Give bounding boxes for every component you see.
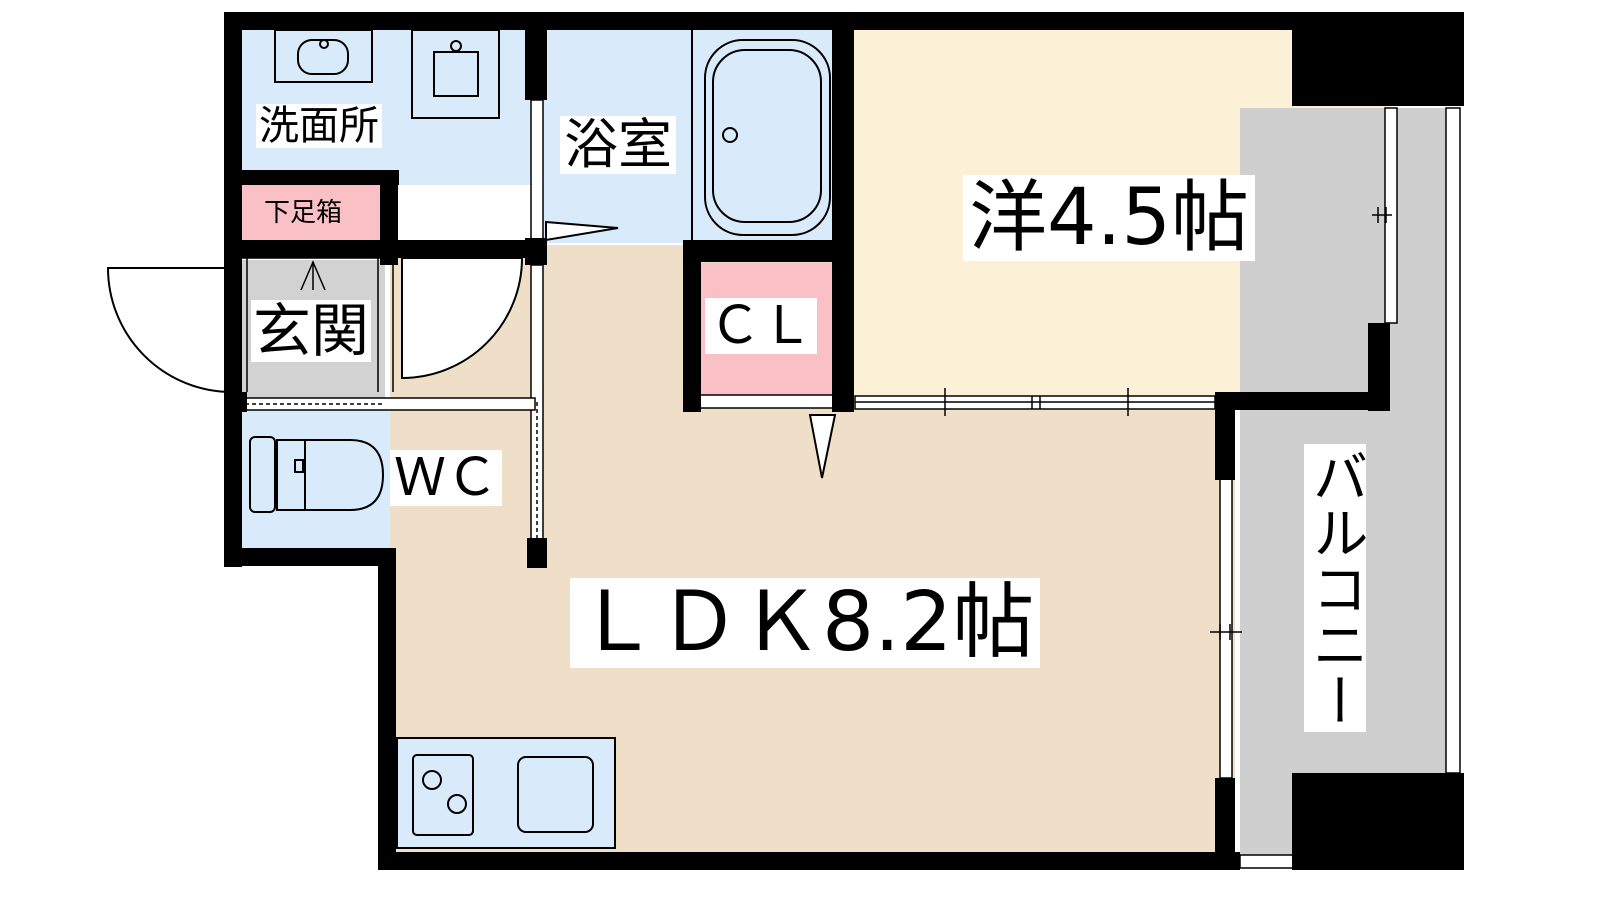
closet-door-icon: [808, 414, 837, 479]
shoe-box: [240, 185, 380, 242]
washroom-label: 洗面所: [256, 104, 382, 148]
western-room-label: 洋4.5帖: [963, 175, 1256, 261]
bathroom-label: 浴室: [560, 116, 676, 174]
entrance-label: 玄関: [251, 297, 372, 365]
bathtub-drain-icon: [722, 127, 738, 143]
bathtub-inner-icon: [712, 49, 822, 223]
walls: [224, 12, 1464, 870]
shoe-box-label: 下足箱: [264, 198, 343, 228]
closet-label: ＣＬ: [705, 298, 818, 354]
burner-icon: [422, 770, 442, 790]
hall-door-icon: [401, 257, 524, 380]
drain-icon: [450, 40, 462, 52]
bath-door-icon: [545, 220, 619, 242]
burner-icon: [447, 794, 467, 814]
entrance-door-icon: [106, 267, 233, 393]
faucet-icon: [319, 39, 329, 49]
toilet-seat-back-icon: [276, 439, 306, 511]
toilet-tank-icon: [249, 436, 276, 513]
toilet-label: ＷＣ: [390, 450, 503, 506]
toilet-bowl-icon: [305, 439, 385, 511]
bathtub-icon: [704, 39, 831, 236]
sink-icon: [517, 756, 594, 833]
stove-icon: [412, 754, 474, 836]
balcony-label: バルコニー: [1303, 444, 1368, 732]
ldk-label: ＬＤＫ8.2帖: [570, 578, 1041, 668]
